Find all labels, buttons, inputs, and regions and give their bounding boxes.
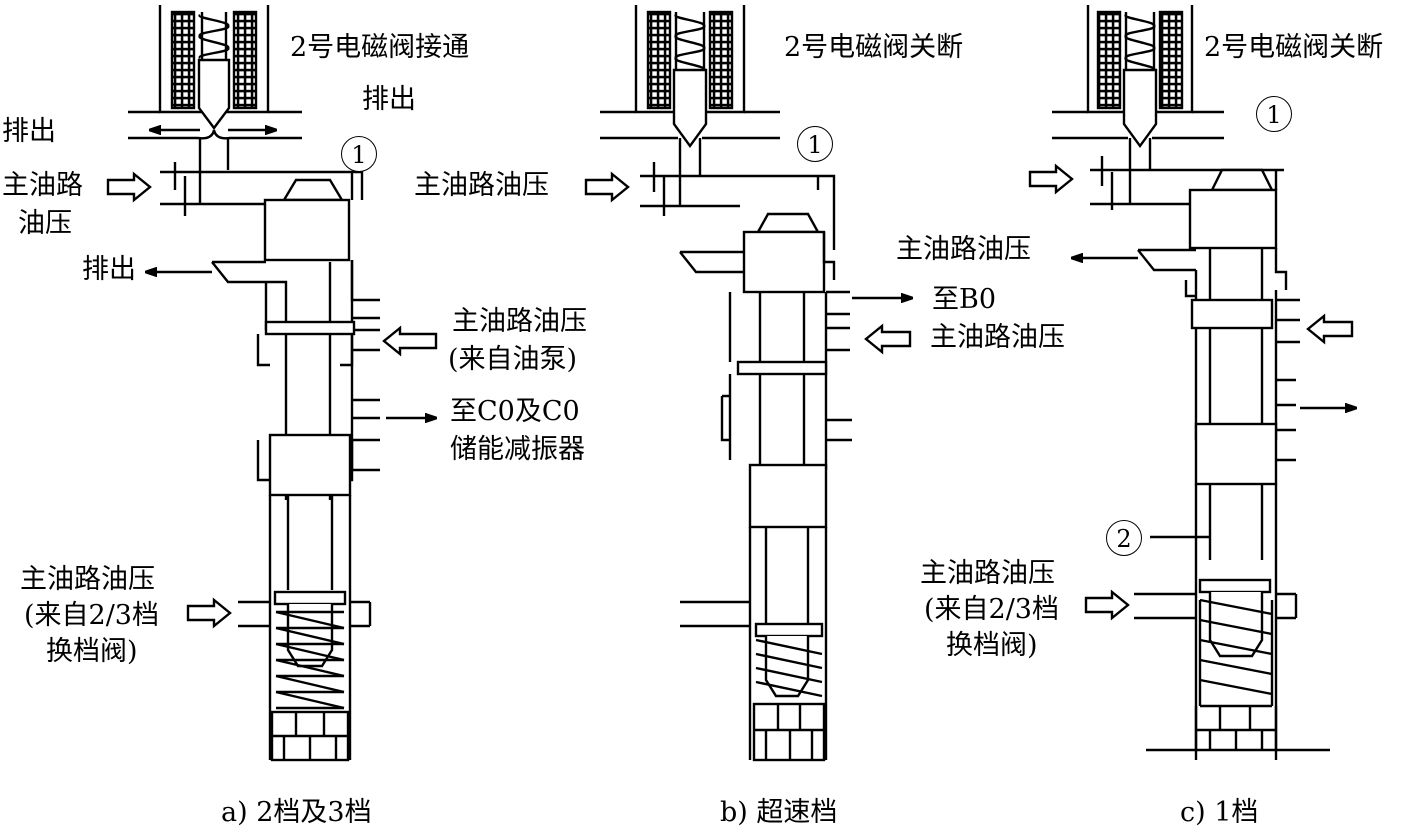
caption-a: a) 2档及3档 bbox=[221, 797, 372, 828]
exhaust-label-a-top: 排出 bbox=[362, 84, 416, 115]
shift-valve-pressure-c-2: (来自2/3档 bbox=[924, 594, 1059, 625]
lower-spring-a bbox=[276, 610, 344, 710]
shift-valve-pressure-c-1: 主油路油压 bbox=[920, 558, 1055, 589]
marker-1-a: 1 bbox=[341, 136, 377, 172]
hollow-arrow-23-a bbox=[186, 597, 232, 629]
hollow-arrow-left-b bbox=[584, 171, 630, 203]
solenoid-state-c: 2号电磁阀关断 bbox=[1204, 32, 1384, 63]
to-b0-label-b: 至B0 bbox=[932, 284, 997, 315]
to-c0-label-a-1: 至C0及C0 bbox=[450, 396, 580, 427]
valve-mid-land-a bbox=[264, 320, 356, 336]
line-pressure-label-b-right: 主油路油压 bbox=[930, 322, 1065, 353]
pump-pressure-label-a-1: 主油路油压 bbox=[452, 306, 587, 337]
marker-1-b: 1 bbox=[797, 126, 833, 162]
hollow-arrow-right-b bbox=[864, 323, 912, 355]
shift-valve-pressure-a-1: 主油路油压 bbox=[20, 564, 155, 595]
lower-plunger-cap-a bbox=[273, 590, 347, 606]
hollow-arrow-left-a bbox=[106, 171, 152, 203]
marker-2-c: 2 bbox=[1106, 520, 1142, 556]
pump-pressure-label-a-2: (来自油泵) bbox=[448, 344, 578, 375]
hollow-arrow-left-c bbox=[1028, 163, 1074, 195]
solenoid-state-b: 2号电磁阀关断 bbox=[784, 32, 964, 63]
marker-1-c: 1 bbox=[1256, 96, 1292, 132]
shift-valve-pressure-a-2: (来自2/3档 bbox=[24, 600, 159, 631]
panel-b-valve bbox=[584, 5, 912, 762]
hollow-arrow-pump-a bbox=[382, 325, 438, 357]
to-c0-label-a-2: 储能减振器 bbox=[450, 434, 585, 465]
panel-a-valve bbox=[106, 5, 438, 762]
solenoid-coil-left-a bbox=[170, 10, 196, 110]
exhaust-label-a-mid: 排出 bbox=[82, 254, 136, 285]
shift-valve-pressure-a-3: 换档阀) bbox=[46, 636, 138, 667]
caption-b: b) 超速档 bbox=[720, 797, 838, 828]
valve-lower-land-a bbox=[268, 433, 352, 497]
line-pressure-label-b-left: 主油路油压 bbox=[414, 170, 549, 201]
valve-upper-land-a bbox=[263, 198, 351, 262]
solenoid-coil-right-a bbox=[232, 10, 258, 110]
panel-c-valve bbox=[1028, 5, 1356, 760]
line-pressure-label-c-left: 主油路油压 bbox=[896, 234, 1031, 265]
line-pressure-label-a-1: 主油路 bbox=[2, 170, 83, 201]
solenoid-spring-a bbox=[198, 13, 230, 60]
exhaust-label-a-left: 排出 bbox=[2, 116, 56, 147]
hollow-arrow-23-c bbox=[1084, 589, 1130, 621]
hollow-arrow-right-c bbox=[1306, 313, 1354, 345]
shift-valve-pressure-c-3: 换档阀) bbox=[946, 630, 1038, 661]
solenoid-state-a: 2号电磁阀接通 bbox=[290, 32, 470, 63]
solenoid-plunger-a bbox=[197, 12, 231, 130]
line-pressure-label-a-2: 油压 bbox=[18, 208, 72, 239]
caption-c: c) 1档 bbox=[1180, 797, 1259, 828]
valve-cap-a bbox=[281, 178, 345, 202]
